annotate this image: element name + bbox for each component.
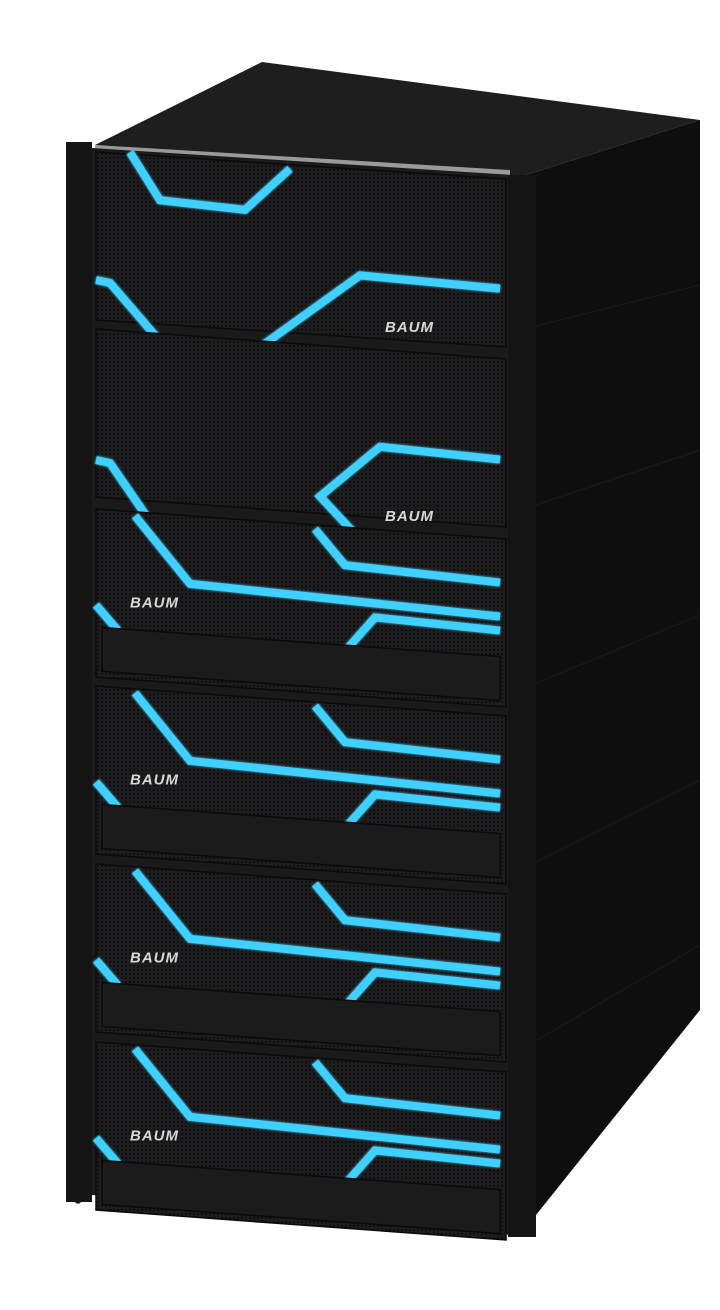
accent-light-strips — [92, 1046, 501, 1187]
baum-logo: BAUM — [130, 1127, 179, 1144]
baum-logo: BAUM — [130, 594, 179, 611]
front-cover-plate — [101, 626, 501, 702]
cabinet-top — [95, 62, 700, 180]
front-cover-plate — [101, 981, 501, 1057]
right-rack-ears — [508, 175, 536, 1237]
battery-module-4: BAUM — [92, 685, 507, 885]
side-module-seams — [519, 284, 701, 1051]
front-cover-plate — [101, 1159, 501, 1235]
accent-light-strips — [92, 868, 501, 1009]
accent-light-strips — [92, 513, 501, 654]
battery-module-1: BAUM — [95, 150, 507, 366]
baum-logo: BAUM — [385, 508, 434, 525]
battery-module-6: BAUM — [92, 1041, 507, 1241]
cabinet-side — [510, 120, 700, 1235]
baum-logo: BAUM — [130, 771, 179, 788]
baum-logo: BAUM — [130, 949, 179, 966]
front-cover-plate — [101, 803, 501, 879]
battery-module-3: BAUM — [92, 508, 507, 708]
left-rack-ears — [66, 142, 92, 1202]
accent-light-strips — [92, 690, 501, 831]
battery-module-5: BAUM — [92, 863, 507, 1063]
baum-logo: BAUM — [385, 319, 434, 336]
